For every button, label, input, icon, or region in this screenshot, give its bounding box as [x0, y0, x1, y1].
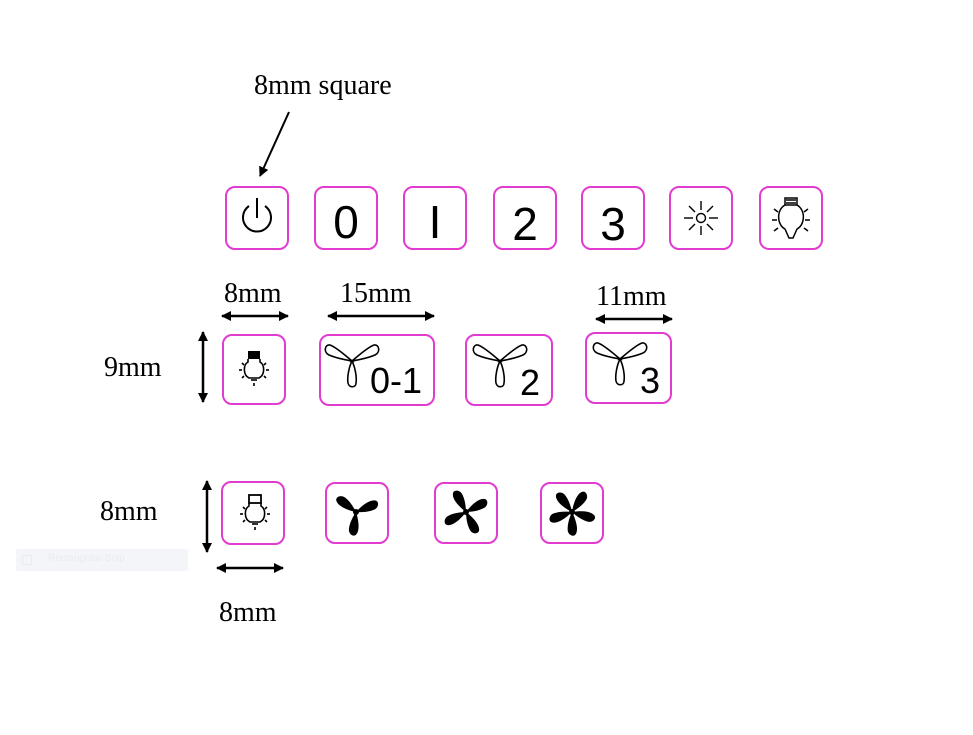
fan-medium-icon	[444, 490, 488, 534]
rectangular-snip-ghost: Rectangular Snip	[16, 549, 188, 571]
key-label-2: 2	[512, 198, 538, 250]
label-8mm-width: 8mm	[224, 278, 282, 309]
key-label-3: 3	[600, 198, 626, 250]
button-digit-0[interactable]: 0	[314, 186, 378, 250]
label-15mm-width: 15mm	[340, 278, 412, 309]
key-label-fan-3: 3	[640, 360, 660, 401]
button-fan-high[interactable]	[540, 482, 604, 544]
fan-high-icon	[548, 490, 597, 538]
label-11mm-width: 11mm	[596, 281, 667, 312]
power-icon	[242, 198, 272, 233]
fan-low-icon	[335, 493, 379, 538]
sun-icon	[684, 201, 718, 235]
button-sun[interactable]	[669, 186, 733, 250]
label-8mm-height: 8mm	[100, 496, 158, 527]
key-label-0-1: 0-1	[370, 360, 422, 401]
key-label-I: I	[429, 196, 442, 248]
button-digit-3[interactable]: 3	[581, 186, 645, 250]
label-8mm-square: 8mm square	[254, 70, 392, 101]
button-lamp-9mm[interactable]	[222, 334, 286, 405]
pointer-arrow	[259, 111, 290, 177]
button-digit-2[interactable]: 2	[493, 186, 557, 250]
button-fan-medium[interactable]	[434, 482, 498, 544]
button-bulb[interactable]	[759, 186, 823, 250]
button-fan-speed-3[interactable]: 3	[585, 332, 672, 404]
label-8mm-width-bottom: 8mm	[219, 597, 277, 628]
button-power[interactable]	[225, 186, 289, 250]
key-label-fan-2: 2	[520, 362, 540, 403]
snip-icon	[22, 555, 32, 565]
button-fan-low[interactable]	[325, 482, 389, 544]
label-9mm-height: 9mm	[104, 352, 162, 383]
snip-label: Rectangular Snip	[48, 553, 125, 564]
bulb-icon	[772, 197, 810, 239]
button-fan-speed-2[interactable]: 2	[465, 334, 553, 406]
button-fan-speed-0-1[interactable]: 0-1	[319, 334, 435, 406]
key-label-0: 0	[333, 196, 359, 248]
button-digit-I[interactable]: I	[403, 186, 467, 250]
button-lamp-8mm[interactable]	[221, 481, 285, 545]
